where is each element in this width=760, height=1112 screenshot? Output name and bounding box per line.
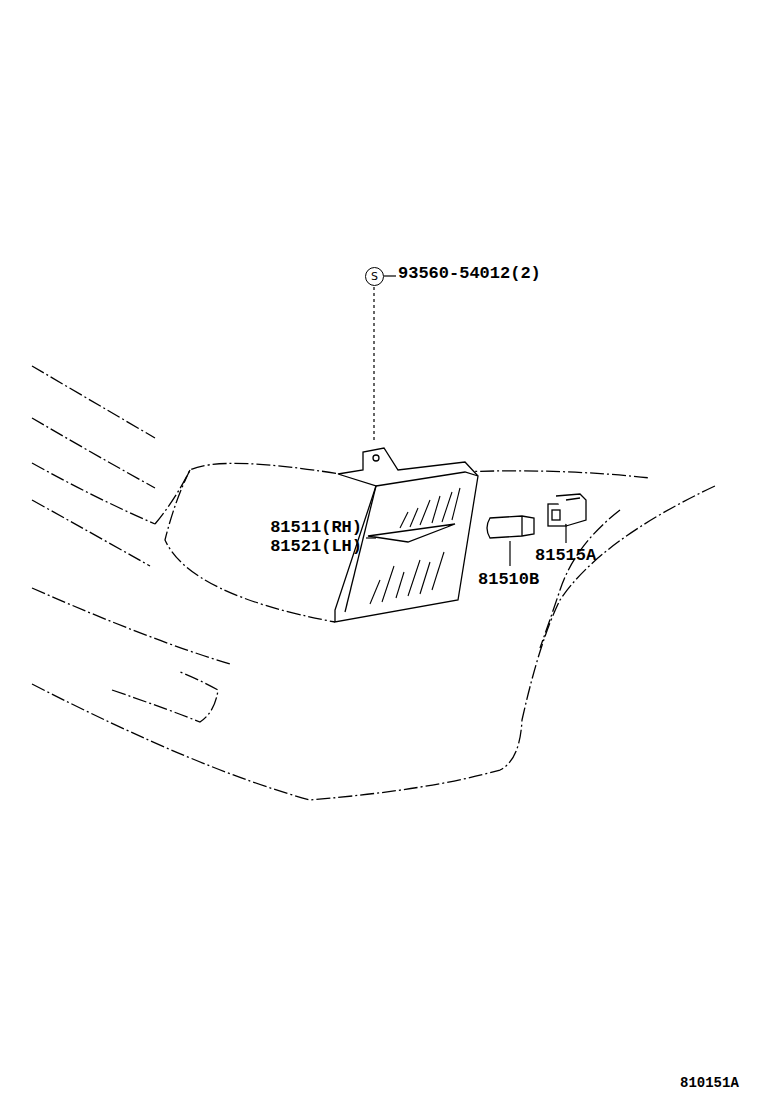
part-number: 81515A: [535, 547, 596, 564]
part-number: 81521(LH): [270, 538, 362, 555]
part-number: 81510B: [478, 571, 539, 588]
part-number: 93560-54012(2): [398, 265, 541, 282]
part-number: 810151A: [680, 1076, 739, 1090]
symbol-letter: S: [371, 271, 378, 282]
symbol-circle: S: [365, 267, 384, 286]
part-number: 81511(RH): [270, 519, 362, 536]
